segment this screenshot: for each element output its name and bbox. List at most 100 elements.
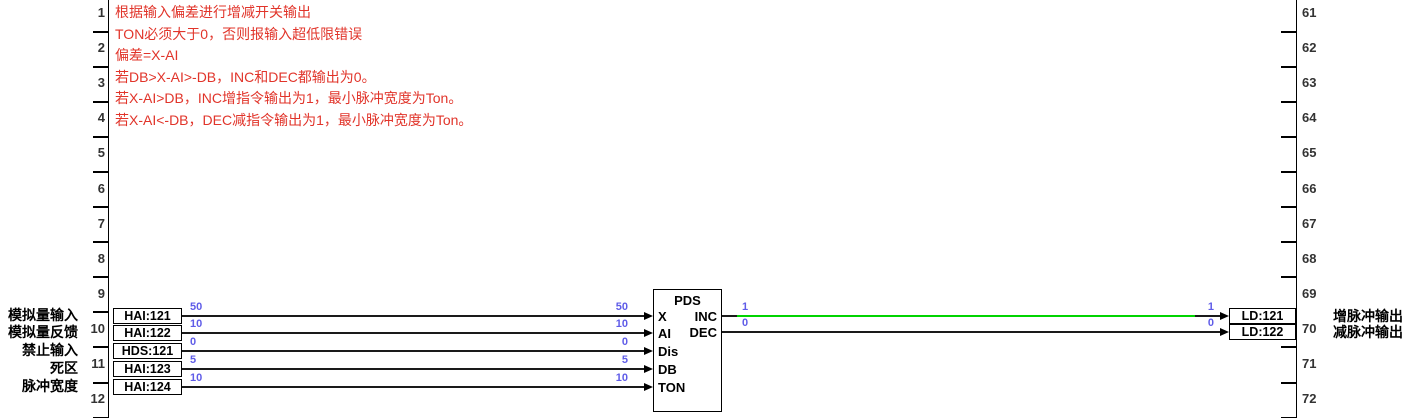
wire-value: 5 bbox=[621, 354, 628, 366]
input-wire-ton[interactable] bbox=[182, 386, 644, 388]
input-signal-label: 脉冲宽度 bbox=[22, 378, 78, 394]
rail-tick bbox=[1281, 276, 1296, 279]
pds-input-pin-x: X bbox=[658, 309, 667, 324]
output-block-inc[interactable]: LD:121 bbox=[1229, 308, 1296, 324]
rail-tick bbox=[93, 135, 108, 138]
output-wire-inc[interactable] bbox=[737, 315, 1195, 317]
right-row-number: 64 bbox=[1302, 110, 1317, 126]
rail-tick bbox=[1281, 100, 1296, 103]
input-wire-dis[interactable] bbox=[182, 350, 644, 352]
left-row-number: 12 bbox=[90, 391, 105, 407]
output-wire-dec[interactable] bbox=[737, 331, 1195, 333]
pds-input-pin-ai: AI bbox=[658, 326, 671, 341]
left-row-number: 8 bbox=[97, 250, 105, 266]
input-wire-x[interactable] bbox=[182, 315, 644, 317]
rail-tick bbox=[1281, 135, 1296, 138]
rail-tick bbox=[93, 30, 108, 33]
right-row-number: 72 bbox=[1302, 391, 1317, 407]
right-row-number: 62 bbox=[1302, 40, 1317, 56]
output-signal-label: 增脉冲输出 bbox=[1333, 308, 1403, 324]
comment-annotation[interactable]: 根据输入偏差进行增减开关输出 TON必须大于0，否则报输入超低限错误偏差=X-AI… bbox=[115, 2, 472, 131]
comment-line[interactable]: 若DB>X-AI>-DB，INC和DEC都输出为0。 bbox=[115, 68, 376, 85]
pds-input-pin-ton: TON bbox=[658, 380, 686, 395]
left-row-number: 4 bbox=[97, 110, 105, 126]
pds-input-pin-db: DB bbox=[658, 362, 677, 377]
wire-value: 50 bbox=[190, 301, 203, 313]
rail-tick bbox=[1281, 206, 1296, 208]
wire-value: 5 bbox=[190, 354, 197, 366]
input-block-db[interactable]: HAI:123 bbox=[113, 361, 182, 377]
comment-line[interactable]: 偏差=X-AI bbox=[115, 47, 179, 63]
rail-tick bbox=[93, 100, 108, 103]
pds-output-pin-inc: INC bbox=[694, 309, 717, 324]
comment-line[interactable]: 根据输入偏差进行增减开关输出 bbox=[115, 4, 311, 20]
left-row-number: 2 bbox=[97, 40, 105, 56]
wire-arrowhead-icon bbox=[644, 311, 653, 320]
input-signal-label: 禁止输入 bbox=[22, 342, 78, 358]
comment-line[interactable]: 若X-AI>DB，INC增指令输出为1，最小脉冲宽度为Ton。 bbox=[115, 90, 463, 106]
input-block-dis[interactable]: HDS:121 bbox=[113, 343, 182, 359]
rail-tick bbox=[93, 346, 108, 349]
left-rail-line bbox=[108, 0, 109, 418]
left-row-number: 1 bbox=[97, 5, 105, 20]
output-wire-end[interactable] bbox=[1195, 331, 1220, 333]
left-row-number: 5 bbox=[97, 145, 105, 161]
wire-value: 0 bbox=[621, 336, 628, 348]
right-row-number: 71 bbox=[1302, 356, 1317, 371]
rail-tick bbox=[1281, 416, 1296, 418]
input-block-x[interactable]: HAI:121 bbox=[113, 308, 182, 324]
left-row-number: 6 bbox=[97, 180, 105, 196]
wire-arrowhead-icon bbox=[1220, 327, 1229, 336]
left-row-number: 7 bbox=[97, 215, 105, 231]
output-wire-end[interactable] bbox=[1195, 315, 1220, 317]
wire-value: 1 bbox=[1207, 301, 1214, 313]
rail-tick bbox=[93, 311, 108, 314]
rail-tick bbox=[93, 416, 108, 418]
rail-tick bbox=[93, 65, 108, 68]
right-row-number: 69 bbox=[1302, 285, 1317, 301]
input-block-ton[interactable]: HAI:124 bbox=[113, 379, 182, 395]
wire-arrowhead-icon bbox=[644, 382, 653, 391]
rail-tick bbox=[93, 170, 108, 173]
rail-tick bbox=[1281, 65, 1296, 68]
right-row-number: 67 bbox=[1302, 215, 1317, 231]
wire-value: 0 bbox=[742, 317, 749, 329]
wire-arrowhead-icon bbox=[644, 346, 653, 355]
pds-output-pin-dec: DEC bbox=[689, 325, 717, 340]
wire-value: 10 bbox=[190, 318, 203, 330]
left-row-number: 3 bbox=[97, 75, 105, 91]
rail-tick bbox=[1281, 241, 1296, 244]
output-wire-stub[interactable] bbox=[722, 331, 737, 333]
input-block-ai[interactable]: HAI:122 bbox=[113, 325, 182, 341]
rail-tick bbox=[1281, 346, 1296, 349]
right-row-number: 68 bbox=[1302, 250, 1317, 266]
right-row-number: 70 bbox=[1302, 320, 1317, 336]
output-wire-stub[interactable] bbox=[722, 315, 737, 317]
output-block-dec[interactable]: LD:122 bbox=[1229, 324, 1296, 340]
wire-arrowhead-icon bbox=[1220, 311, 1229, 320]
wire-arrowhead-icon bbox=[644, 364, 653, 373]
input-signal-label: 死区 bbox=[50, 360, 78, 376]
rail-tick bbox=[1281, 170, 1296, 173]
input-signal-label: 模拟量输入 bbox=[8, 307, 78, 323]
wire-value: 10 bbox=[615, 318, 628, 330]
right-row-number: 61 bbox=[1302, 5, 1317, 20]
rail-tick bbox=[1281, 381, 1296, 384]
rail-tick bbox=[93, 206, 108, 208]
left-row-number: 10 bbox=[90, 320, 105, 336]
comment-line[interactable]: 若X-AI<-DB，DEC减指令输出为1，最小脉冲宽度为Ton。 bbox=[115, 111, 473, 128]
pds-input-pin-dis: Dis bbox=[658, 344, 679, 359]
left-row-number: 9 bbox=[97, 285, 105, 301]
input-wire-ai[interactable] bbox=[182, 332, 644, 334]
wire-value: 50 bbox=[615, 301, 628, 313]
right-row-number: 65 bbox=[1302, 145, 1317, 161]
wire-value: 10 bbox=[615, 372, 628, 384]
input-wire-db[interactable] bbox=[182, 368, 644, 370]
comment-line[interactable]: TON必须大于0，否则报输入超低限错误 bbox=[115, 25, 363, 42]
rail-tick bbox=[93, 241, 108, 244]
rail-tick bbox=[1281, 30, 1296, 33]
wire-arrowhead-icon bbox=[644, 328, 653, 337]
rail-tick bbox=[93, 381, 108, 384]
left-row-number: 11 bbox=[91, 356, 105, 371]
